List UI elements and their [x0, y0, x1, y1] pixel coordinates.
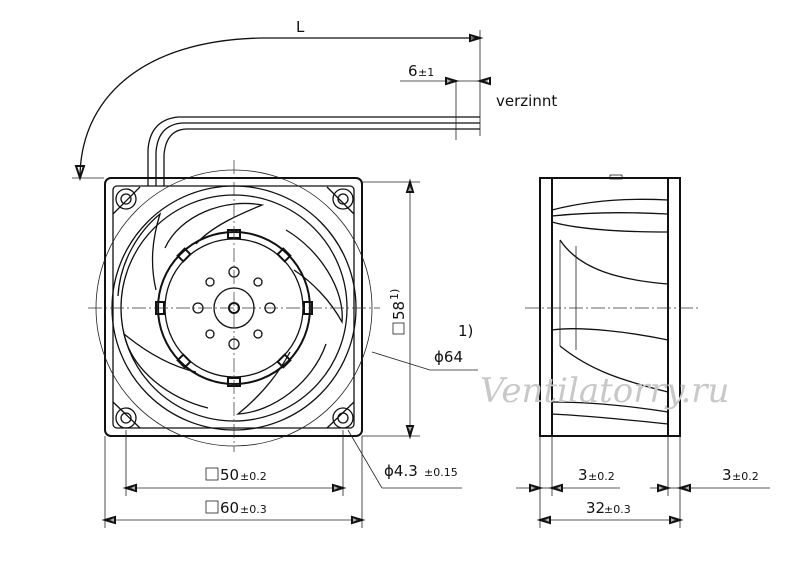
side-blades: [551, 198, 669, 425]
label-flange-right-tol: ±0.2: [732, 470, 759, 483]
label-wire-strip-tol: ±1: [418, 66, 434, 79]
label-flange-right: 3: [722, 466, 732, 484]
lead-wires: [147, 81, 480, 186]
label-length: L: [296, 18, 305, 36]
label-square-50: 50: [220, 466, 239, 484]
corner-struts: [112, 186, 355, 429]
front-view: [72, 30, 484, 452]
label-depth-32: 32: [586, 499, 605, 517]
label-square-60-tol: ±0.3: [240, 503, 267, 516]
label-tinned: verzinnt: [496, 92, 557, 110]
mounting-holes: [115, 188, 354, 429]
label-wire-strip: 6: [408, 62, 418, 80]
label-hole-dia: ϕ4.3: [384, 462, 418, 480]
label-hole-dia-tol: ±0.15: [424, 466, 458, 479]
label-depth-32-tol: ±0.3: [604, 503, 631, 516]
label-flange-left: 3: [578, 466, 588, 484]
square-symbol-60: [205, 500, 219, 514]
label-square-50-tol: ±0.2: [240, 470, 267, 483]
housing-inner: [112, 185, 355, 429]
housing-outer: [104, 177, 363, 437]
label-dia-64: ϕ64: [434, 348, 463, 366]
dimension-labels: L 6 ±1 verzinnt 58 1) 1) ϕ64 ϕ4.3 ±0.15 …: [205, 18, 759, 517]
watermark: Ventilatorry.ru: [480, 371, 729, 411]
label-square-60: 60: [220, 499, 239, 517]
label-note-ref: 1): [458, 322, 473, 340]
dimensions: [101, 76, 770, 528]
impeller-blades: [117, 202, 343, 415]
lead-length-arc: [79, 37, 480, 179]
side-view: [525, 174, 700, 437]
square-symbol-58: [392, 322, 405, 335]
label-note-ref-small: 1): [388, 289, 401, 300]
square-symbol-50: [205, 467, 219, 481]
label-square-58: 58: [390, 301, 408, 320]
label-flange-left-tol: ±0.2: [588, 470, 615, 483]
hub-holes: [192, 266, 276, 350]
